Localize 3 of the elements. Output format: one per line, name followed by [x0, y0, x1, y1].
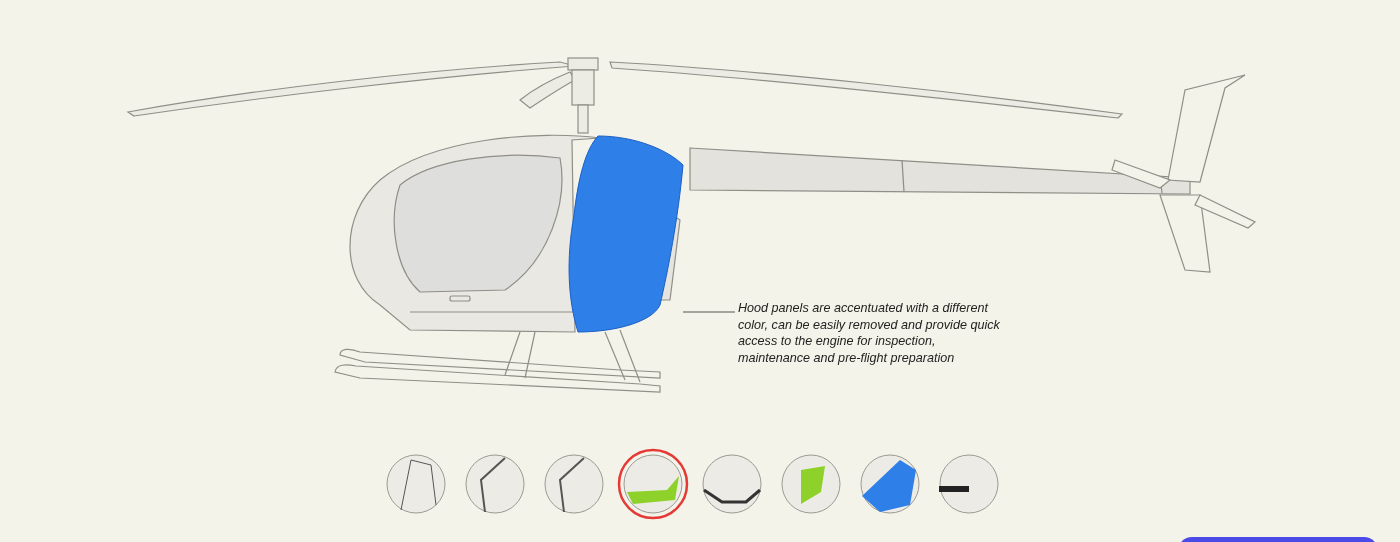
- callout-text: Hood panels are accentuated with a different color, can be easily removed and provide quick access to the engine for inspection, maintenance and pre-flight preparation: [738, 300, 1010, 367]
- leader-line: [682, 311, 736, 313]
- hood-panel: [568, 135, 684, 333]
